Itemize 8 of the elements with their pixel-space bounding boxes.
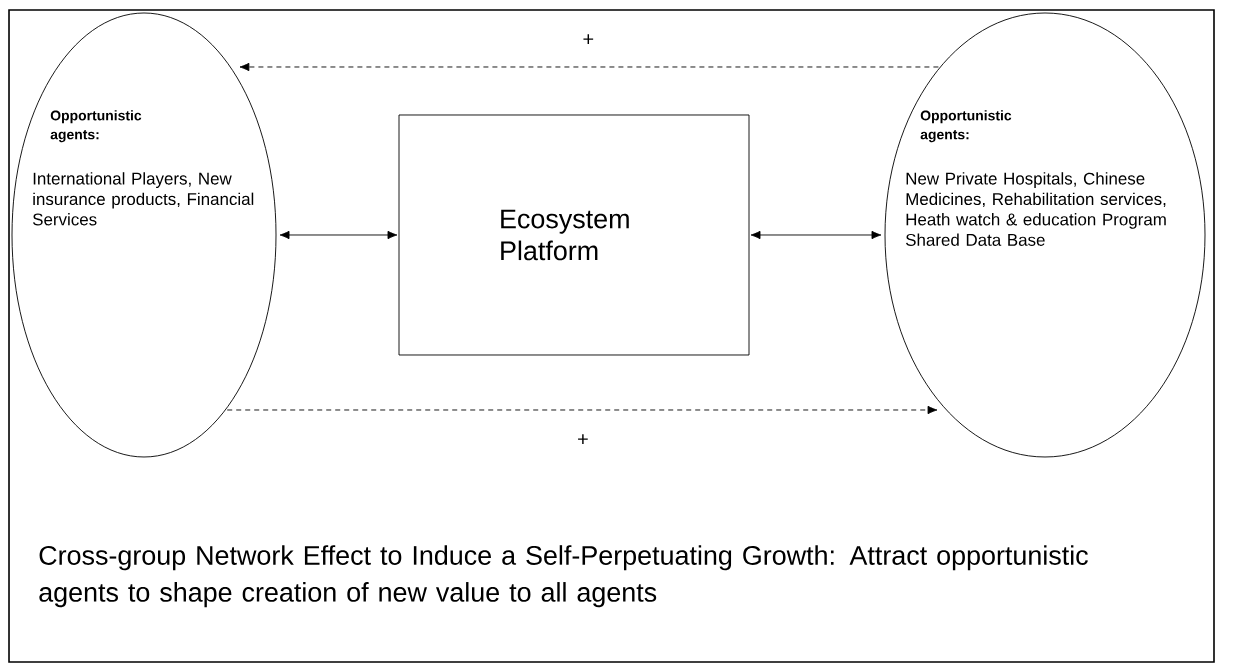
caption-text: Cross-group Network Effect to Induce a Self-Perpetuating Growth: Attract opportunistic agents to shape creation of new value to all agents	[39, 545, 1088, 608]
platform-box: Ecosystem Platform	[398, 114, 750, 356]
double-arrow	[750, 230, 882, 240]
edge-label: +	[583, 34, 594, 44]
dashed-arrow	[226, 405, 938, 415]
dashed-arrow	[239, 62, 939, 72]
edge-label: +	[578, 434, 588, 444]
double-arrow	[279, 230, 398, 240]
